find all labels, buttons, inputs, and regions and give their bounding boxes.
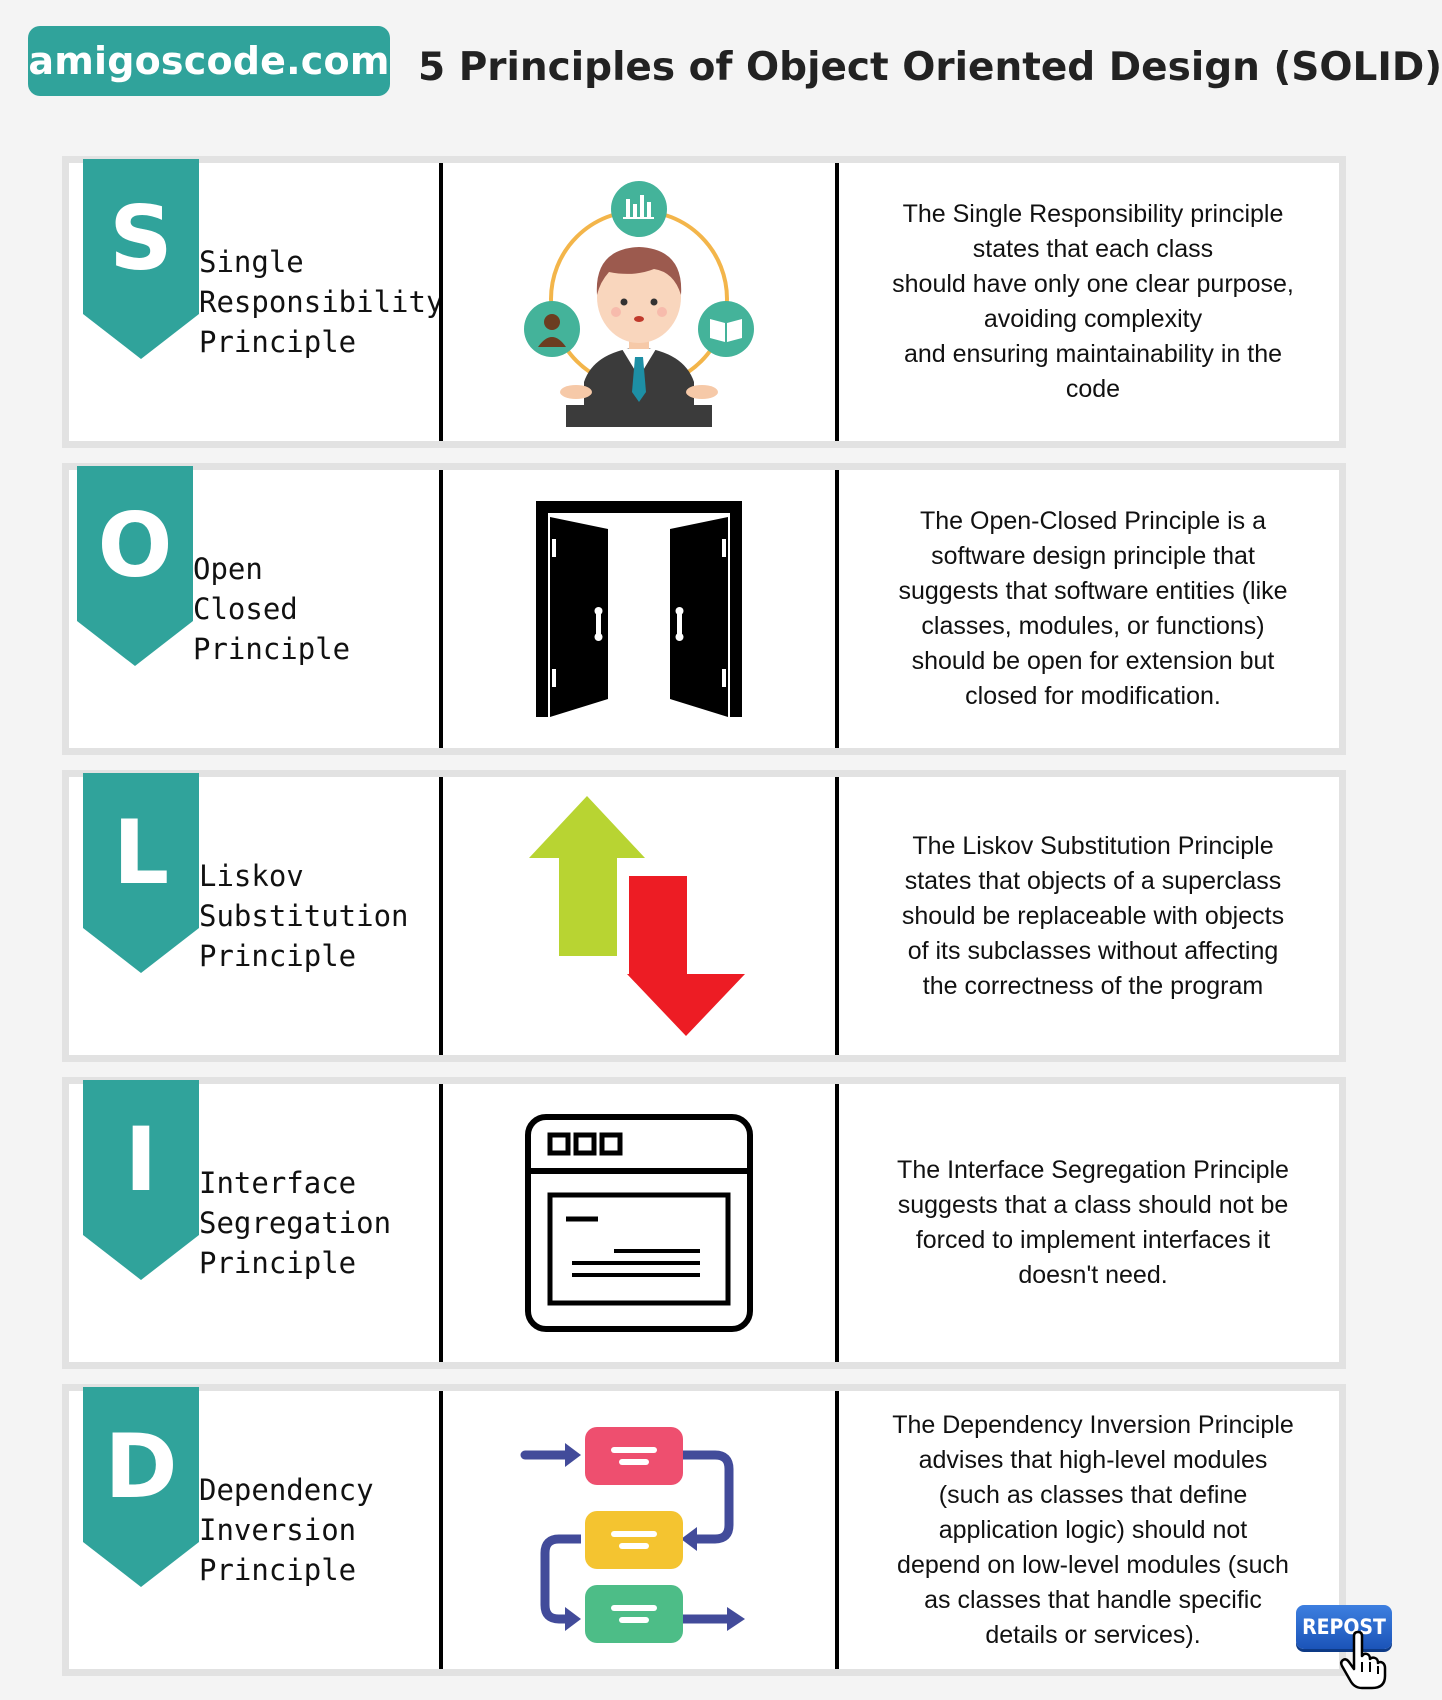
principle-description: The Single Responsibility principle stat… bbox=[892, 200, 1294, 403]
principle-description: The Open-Closed Principle is a software … bbox=[898, 507, 1288, 710]
principle-description: The Dependency Inversion Principle advis… bbox=[892, 1410, 1294, 1649]
column-divider bbox=[439, 777, 443, 1055]
principle-name: Liskov Substitution Principle bbox=[199, 777, 409, 1055]
column-divider bbox=[835, 163, 839, 441]
principle-name: Interface Segregation Principle bbox=[199, 1084, 391, 1362]
column-divider bbox=[439, 163, 443, 441]
principle-row-l: L Liskov Substitution Principle The Lisk… bbox=[62, 770, 1346, 1062]
principle-row-s: S Single Responsibility Principle bbox=[62, 156, 1346, 448]
principle-name-line: Principle bbox=[199, 325, 357, 359]
principle-description: The Liskov Substitution Principle states… bbox=[901, 831, 1285, 1000]
repost-button[interactable]: REPOST bbox=[1296, 1605, 1392, 1649]
principle-name-line: Liskov bbox=[199, 859, 304, 893]
brand-logo[interactable]: amigoscode.com bbox=[28, 26, 390, 96]
page-title: 5 Principles of Object Oriented Design (… bbox=[418, 45, 1442, 90]
principle-name: Dependency Inversion Principle bbox=[199, 1391, 374, 1669]
principle-description: The Interface Segregation Principle sugg… bbox=[897, 1156, 1289, 1289]
principle-name: Single Responsibility Principle bbox=[199, 163, 443, 441]
column-divider bbox=[439, 1391, 443, 1669]
hand-pointer-icon bbox=[1339, 1630, 1387, 1690]
column-divider bbox=[835, 470, 839, 748]
principle-name-line: Principle bbox=[199, 1246, 357, 1280]
principle-name-line: Responsibility bbox=[199, 285, 444, 319]
principle-name-line: Open bbox=[193, 552, 263, 586]
column-divider bbox=[835, 777, 839, 1055]
principle-row-d: D Dependency Inversion Principle bbox=[62, 1384, 1346, 1676]
principle-row-i: I Interface Segregation Principle The In… bbox=[62, 1077, 1346, 1369]
principle-name-line: Interface bbox=[199, 1166, 357, 1200]
column-divider bbox=[835, 1084, 839, 1362]
principle-name-line: Principle bbox=[199, 1553, 357, 1587]
open-double-door-icon bbox=[536, 501, 742, 717]
letter-banner-o bbox=[77, 466, 193, 666]
principle-name-line: Segregation bbox=[199, 1206, 392, 1240]
flow-process-icon bbox=[520, 1427, 745, 1643]
column-divider bbox=[439, 470, 443, 748]
letter-banner-d bbox=[83, 1387, 199, 1587]
principle-name-line: Principle bbox=[199, 939, 357, 973]
principle-name-line: Inversion bbox=[199, 1513, 357, 1547]
up-down-arrows-icon bbox=[529, 796, 745, 1036]
column-divider bbox=[835, 1391, 839, 1669]
principle-name-line: Single bbox=[199, 245, 304, 279]
principle-name-line: Closed bbox=[193, 592, 298, 626]
principle-name-line: Principle bbox=[193, 632, 351, 666]
business-person-juggling-icon bbox=[524, 181, 754, 427]
letter-banner-s bbox=[83, 159, 199, 359]
letter-banner-i bbox=[83, 1080, 199, 1280]
browser-window-icon bbox=[525, 1114, 753, 1332]
principle-name-line: Dependency bbox=[199, 1473, 374, 1507]
principle-name: Open Closed Principle bbox=[193, 470, 350, 748]
principle-name-line: Substitution bbox=[199, 899, 409, 933]
letter-banner-l bbox=[83, 773, 199, 973]
column-divider bbox=[439, 1084, 443, 1362]
principle-row-o: O Open Closed Principle The Open-Closed … bbox=[62, 463, 1346, 755]
